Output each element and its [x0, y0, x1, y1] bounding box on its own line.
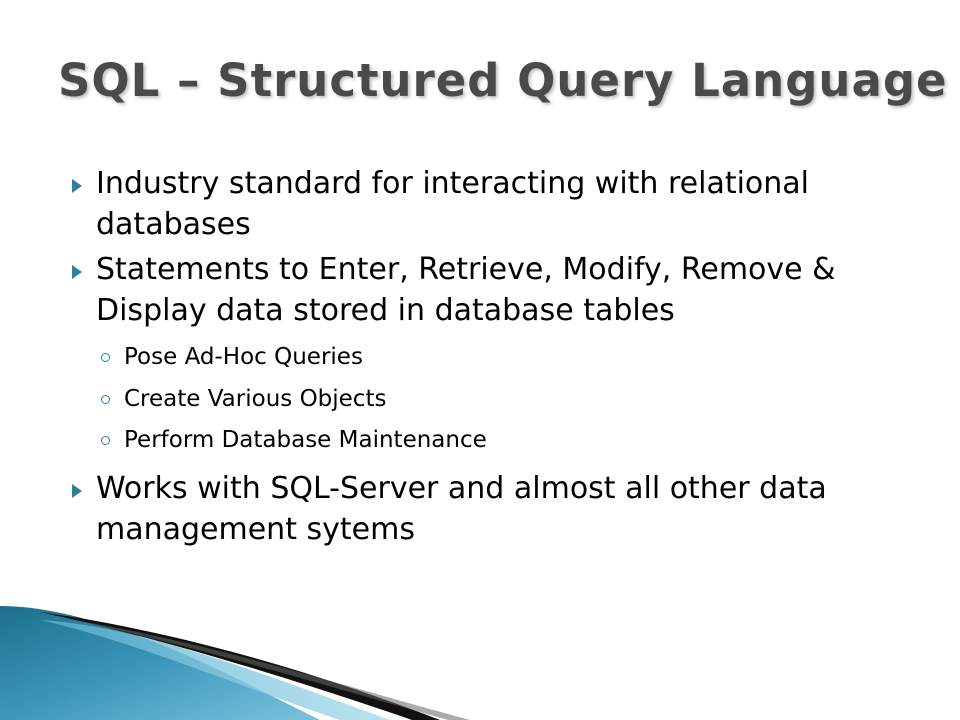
arrow-bullet-icon — [72, 484, 82, 498]
slide-title: SQL – Structured Query Language — [58, 54, 948, 107]
bullet-text: Industry standard for interacting with r… — [96, 166, 810, 242]
sub-bullet-text: Create Various Objects — [124, 386, 387, 412]
circle-bullet-icon — [101, 436, 110, 445]
sub-bullet-text: Pose Ad-Hoc Queries — [124, 344, 363, 370]
bullet-text: Statements to Enter, Retrieve, Modify, R… — [96, 252, 836, 328]
sub-bullet-text: Perform Database Maintenance — [124, 427, 487, 453]
bullet-text: Works with SQL-Server and almost all oth… — [96, 471, 827, 547]
arrow-bullet-icon — [72, 179, 82, 193]
circle-bullet-icon — [101, 353, 110, 362]
circle-bullet-icon — [101, 395, 110, 404]
arrow-bullet-icon — [72, 265, 82, 279]
